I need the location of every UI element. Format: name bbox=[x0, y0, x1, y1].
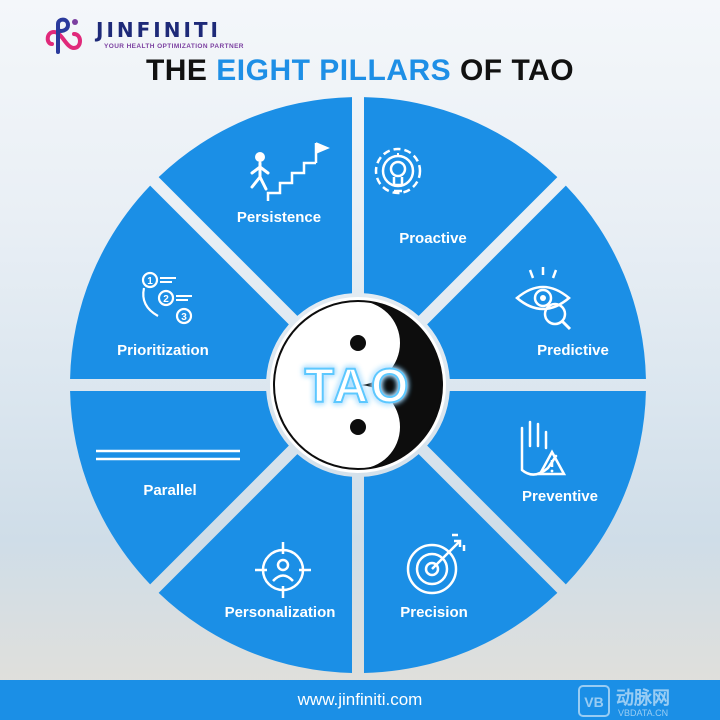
svg-text:VB: VB bbox=[584, 694, 603, 710]
pillars-wheel: Proactive Predictive Preventive Precisio… bbox=[70, 97, 646, 673]
svg-text:2: 2 bbox=[163, 294, 169, 305]
center-label: TAO bbox=[305, 360, 412, 413]
pillar-label: Preventive bbox=[522, 488, 598, 505]
pillar-label: Proactive bbox=[399, 230, 467, 247]
person-target-icon bbox=[255, 542, 311, 598]
pillar-label: Personalization bbox=[225, 604, 336, 621]
pillar-label: Parallel bbox=[143, 482, 196, 499]
infinity-logo-icon bbox=[45, 17, 82, 54]
pillar-segment bbox=[363, 97, 558, 316]
yin-yang-light-half bbox=[274, 301, 400, 469]
pillar-segment bbox=[158, 97, 353, 316]
pillar-label: Precision bbox=[400, 604, 468, 621]
pillar-segments: Proactive Predictive Preventive Precisio… bbox=[70, 97, 646, 673]
title-pre: THE bbox=[145, 54, 217, 87]
target-arrow-icon bbox=[406, 533, 466, 595]
numbered-list-icon: 1 2 3 bbox=[141, 271, 193, 325]
pillar-segment bbox=[427, 185, 646, 380]
watermark-text: 动脉网 bbox=[616, 687, 670, 709]
pillar-preventive: Preventive bbox=[427, 390, 646, 585]
pillar-persistence: Persistence bbox=[158, 97, 353, 316]
svg-text:1: 1 bbox=[147, 276, 153, 287]
hand-warning-icon bbox=[520, 420, 567, 476]
pillar-segment bbox=[70, 185, 289, 380]
pillar-parallel: Parallel bbox=[70, 390, 289, 585]
title-accent: EIGHT PILLARS bbox=[216, 54, 452, 87]
pillar-segment bbox=[427, 390, 646, 585]
parallel-lines-icon bbox=[96, 449, 240, 461]
pillar-precision: Precision bbox=[363, 454, 558, 673]
brand-tagline: YOUR HEALTH OPTIMIZATION PARTNER bbox=[104, 43, 244, 50]
watermark-sub: VBDATA.CN bbox=[618, 708, 668, 718]
pillar-segment bbox=[70, 390, 289, 585]
pillar-proactive: Proactive bbox=[363, 97, 558, 316]
pillar-prioritization: 1 2 3 Prioritization bbox=[70, 185, 289, 380]
pillar-predictive: Predictive bbox=[427, 185, 646, 380]
pillar-segment bbox=[158, 454, 353, 673]
pillar-label: Predictive bbox=[537, 342, 609, 359]
footer-url[interactable]: www.jinfiniti.com bbox=[297, 690, 423, 709]
footer-bar: www.jinfiniti.com bbox=[0, 680, 720, 720]
gear-lightbulb-icon bbox=[374, 147, 422, 195]
vbdata-watermark: VB 动脉网 VBDATA.CN bbox=[578, 685, 670, 718]
pillar-label: Prioritization bbox=[117, 342, 209, 359]
title-post: OF TAO bbox=[451, 54, 575, 87]
page-title: THE EIGHT PILLARS OF TAO bbox=[0, 54, 720, 88]
svg-text:3: 3 bbox=[181, 312, 187, 323]
brand-name: JINFINITI bbox=[96, 18, 221, 42]
yin-yang-hub: TAO bbox=[270, 297, 446, 473]
eye-chart-magnifier-icon bbox=[515, 267, 572, 331]
pillar-segment bbox=[363, 454, 558, 673]
pillar-label: Persistence bbox=[237, 209, 321, 226]
brand-logo: JINFINITI YOUR HEALTH OPTIMIZATION PARTN… bbox=[44, 14, 284, 56]
stairs-climber-icon bbox=[250, 142, 330, 201]
pillar-personalization: Personalization bbox=[158, 454, 353, 673]
